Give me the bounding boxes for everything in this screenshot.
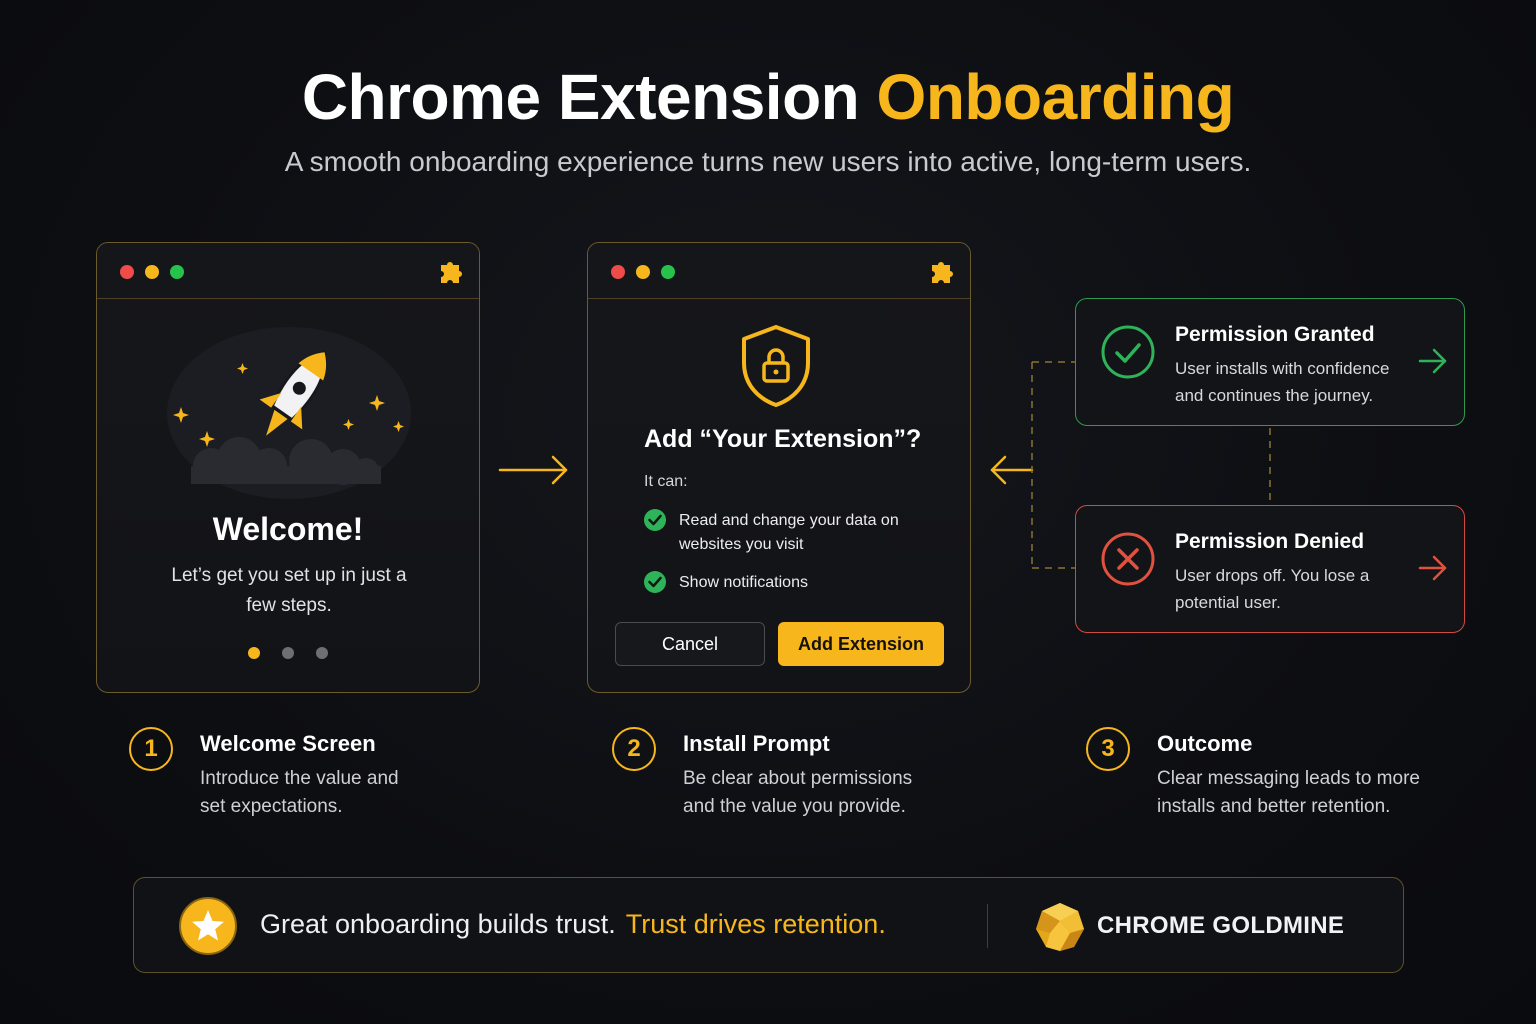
- arrow-left-icon: [990, 455, 1034, 485]
- window-titlebar: [588, 243, 970, 299]
- permission-denied-card: Permission Denied User drops off. You lo…: [1075, 505, 1465, 633]
- maximize-dot[interactable]: [661, 265, 675, 279]
- footer-highlight: Trust drives retention.: [625, 909, 886, 939]
- step-title: Welcome Screen: [200, 731, 376, 756]
- denied-text: User drops off. You lose a potential use…: [1175, 566, 1370, 612]
- step-text: Be clear about permissions and the value…: [683, 768, 913, 817]
- rocket-icon: [167, 327, 411, 499]
- pager-dot-2[interactable]: [282, 647, 294, 659]
- footer-banner: Great onboarding builds trust. Trust driv…: [133, 877, 1404, 973]
- shield-lock-icon: [742, 325, 810, 407]
- welcome-window: Welcome! Let’s get you set up in just a …: [96, 242, 480, 693]
- x-circle-icon: [1101, 532, 1155, 586]
- granted-text: User installs with confidence and contin…: [1175, 359, 1390, 405]
- title-main: Chrome Extension: [301, 61, 860, 133]
- step-title: Outcome: [1157, 731, 1253, 756]
- title-accent: Onboarding: [876, 61, 1235, 133]
- footer-divider: [987, 904, 988, 948]
- welcome-title: Welcome!: [212, 511, 364, 547]
- step-number: 2: [612, 727, 656, 771]
- maximize-dot[interactable]: [170, 265, 184, 279]
- check-circle-icon: [1101, 325, 1155, 379]
- star-badge-icon: [179, 897, 237, 955]
- step-text: Clear messaging leads to more installs a…: [1157, 768, 1420, 817]
- pager-dot-3[interactable]: [316, 647, 329, 659]
- brand-name: CHROME GOLDMINE: [1097, 912, 1345, 939]
- minimize-dot[interactable]: [636, 265, 650, 279]
- cancel-button[interactable]: Cancel: [615, 622, 765, 666]
- gold-gem-icon: [1036, 903, 1084, 951]
- check-icon: [644, 509, 666, 531]
- granted-title: Permission Granted: [1175, 323, 1375, 346]
- puzzle-icon[interactable]: [435, 255, 467, 287]
- prompt-can-label: It can:: [644, 473, 688, 490]
- arrow-right-icon: [498, 455, 568, 485]
- permission-granted-card: Permission Granted User installs with co…: [1075, 298, 1465, 426]
- arrow-right-icon: [1418, 555, 1447, 581]
- permission-item: Read and change your data on websites yo…: [644, 509, 919, 557]
- step-title: Install Prompt: [683, 731, 830, 756]
- add-extension-button[interactable]: Add Extension: [778, 622, 944, 666]
- step-install-prompt: 2 Install Prompt Be clear about permissi…: [612, 727, 928, 821]
- pager-dot-1[interactable]: [247, 647, 260, 659]
- footer-message-text: Great onboarding builds trust.: [260, 909, 616, 939]
- permission-item: Show notifications: [644, 571, 919, 595]
- window-titlebar: [97, 243, 479, 299]
- step-number: 3: [1086, 727, 1130, 771]
- step-number: 1: [129, 727, 173, 771]
- page-title: Chrome Extension Onboarding: [0, 60, 1536, 134]
- welcome-text: Let’s get you set up in just a few steps…: [171, 565, 407, 616]
- pager-dots: [97, 646, 479, 664]
- minimize-dot[interactable]: [145, 265, 159, 279]
- check-icon: [644, 571, 666, 593]
- footer-message: Great onboarding builds trust. Trust driv…: [260, 909, 886, 940]
- permission-text: Read and change your data on websites yo…: [679, 512, 899, 553]
- prompt-title: Add “Your Extension”?: [644, 425, 922, 453]
- step-welcome-screen: 1 Welcome Screen Introduce the value and…: [129, 727, 400, 821]
- step-outcome: 3 Outcome Clear messaging leads to more …: [1086, 727, 1467, 821]
- arrow-right-icon: [1418, 348, 1447, 374]
- step-text: Introduce the value and set expectations…: [200, 768, 399, 817]
- close-dot[interactable]: [120, 265, 134, 279]
- permission-text: Show notifications: [679, 574, 808, 591]
- install-window: Add “Your Extension”? It can: Read and c…: [587, 242, 971, 693]
- close-dot[interactable]: [611, 265, 625, 279]
- puzzle-icon[interactable]: [926, 255, 958, 287]
- denied-title: Permission Denied: [1175, 530, 1365, 553]
- page-subtitle: A smooth onboarding experience turns new…: [284, 146, 1252, 177]
